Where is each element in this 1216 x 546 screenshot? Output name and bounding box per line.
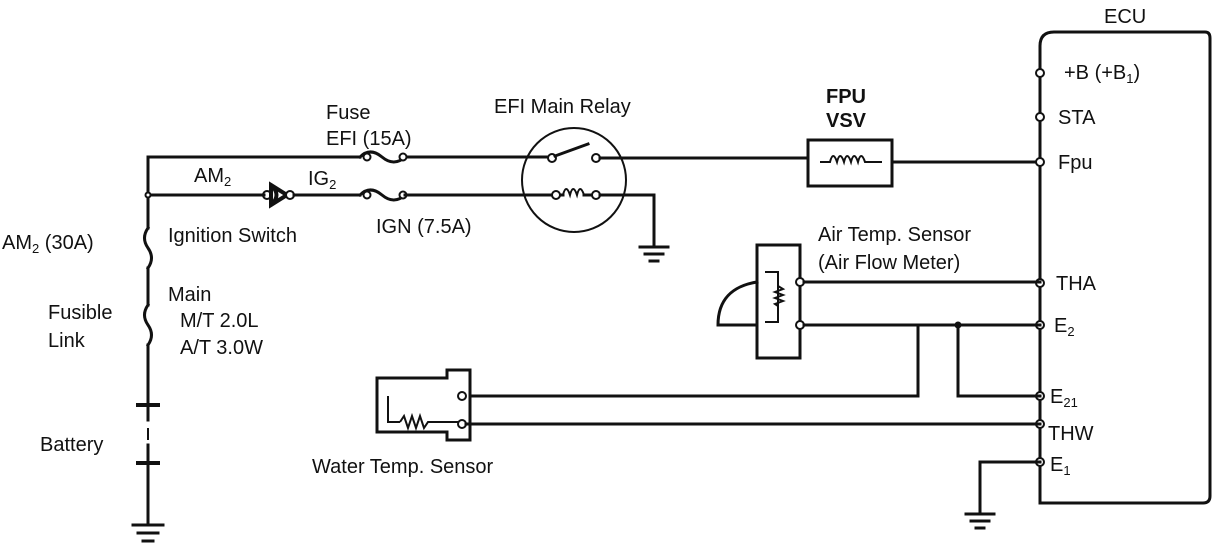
air-temp-sensor-label-1: Air Temp. Sensor <box>818 224 972 246</box>
battery-symbol <box>136 403 160 527</box>
am2-fuse-label: AM2 (30A) <box>2 232 94 256</box>
pin-sta <box>1035 112 1045 122</box>
pin-tha-label: THA <box>1056 273 1096 295</box>
fusible-link-label-1: Fusible <box>48 302 113 324</box>
relay-title: EFI Main Relay <box>494 96 631 118</box>
pin-sta-label: STA <box>1058 107 1096 129</box>
ignition-switch-label: Ignition Switch <box>168 225 297 247</box>
air-temp-sensor-label-2: (Air Flow Meter) <box>818 252 961 274</box>
pin-e1-label: E1 <box>1050 454 1071 478</box>
efi-main-relay <box>521 127 627 233</box>
relay-coil <box>562 188 585 199</box>
pin-b-label: +B (+B1) <box>1064 62 1141 86</box>
main-label-1: Main <box>168 284 212 306</box>
main-label-3: A/T 3.0W <box>180 337 263 359</box>
main-label-2: M/T 2.0L <box>180 310 259 332</box>
ecu-title: ECU <box>1104 6 1147 28</box>
pin-fpu-label: Fpu <box>1058 152 1093 174</box>
fusible-link-label-2: Link <box>48 330 85 352</box>
ign-fuse-label: IGN (7.5A) <box>376 216 472 238</box>
water-temp-sensor <box>375 368 472 442</box>
pin-fpu <box>1035 157 1045 167</box>
fpu-vsv-label-2: VSV <box>826 110 867 132</box>
pin-e21-label: E21 <box>1050 386 1078 410</box>
efi-fuse-label: EFI (15A) <box>326 128 412 150</box>
fuse-label: Fuse <box>326 102 371 124</box>
battery-label: Battery <box>40 434 104 456</box>
water-temp-sensor-label: Water Temp. Sensor <box>312 456 494 478</box>
am2-label: AM2 <box>194 165 232 189</box>
am2-fuse <box>143 225 153 271</box>
fpu-vsv-coil <box>820 155 882 166</box>
ignition-switch-symbol <box>248 181 295 209</box>
pin-e2-label: E2 <box>1054 315 1075 339</box>
e1-ground-icon <box>964 512 996 530</box>
fusible-link <box>143 302 153 348</box>
ecu-box <box>1038 30 1212 505</box>
battery-ground-icon <box>131 523 165 543</box>
air-temp-sensor <box>716 243 805 360</box>
relay-ground-icon <box>638 245 670 263</box>
pin-b <box>1035 68 1045 78</box>
fpu-vsv-label-1: FPU <box>826 86 866 108</box>
pin-thw-label: THW <box>1048 423 1094 445</box>
ig2-label: IG2 <box>308 168 337 192</box>
